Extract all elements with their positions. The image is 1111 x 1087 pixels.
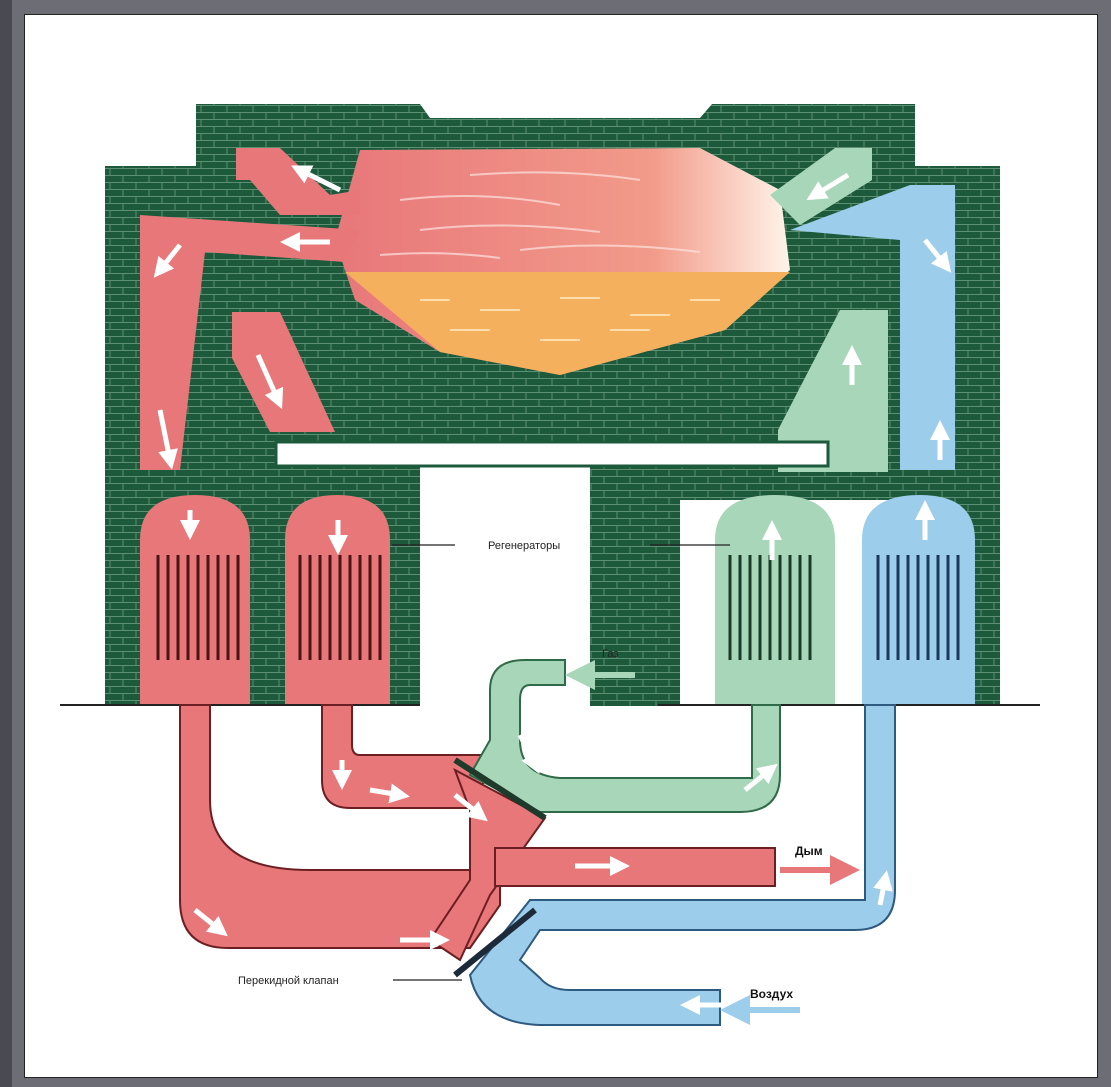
- label-regenerators: Регенераторы: [488, 540, 560, 552]
- regenerator-green: [715, 495, 835, 705]
- label-air: Воздух: [750, 987, 793, 1001]
- separator-slab: [276, 442, 828, 466]
- label-smoke: Дым: [795, 844, 823, 858]
- regenerator-blue: [862, 495, 975, 705]
- label-gas: Газ: [602, 648, 618, 660]
- smoke-duct: [495, 848, 775, 886]
- label-valve: Перекидной клапан: [238, 975, 339, 987]
- regenerator-red-1: [140, 495, 250, 705]
